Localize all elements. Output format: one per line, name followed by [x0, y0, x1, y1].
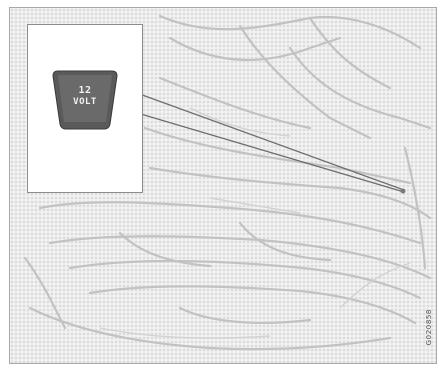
reference-code: G020858 — [425, 309, 433, 345]
illustration-frame: 12 VOLT G020858 — [9, 7, 437, 364]
button-label-12: 12 — [50, 85, 120, 96]
detail-inset: 12 VOLT — [27, 24, 143, 193]
socket-location-marker — [401, 189, 406, 194]
button-label-volt: VOLT — [50, 97, 120, 107]
12-volt-socket-icon: 12 VOLT — [50, 70, 120, 130]
